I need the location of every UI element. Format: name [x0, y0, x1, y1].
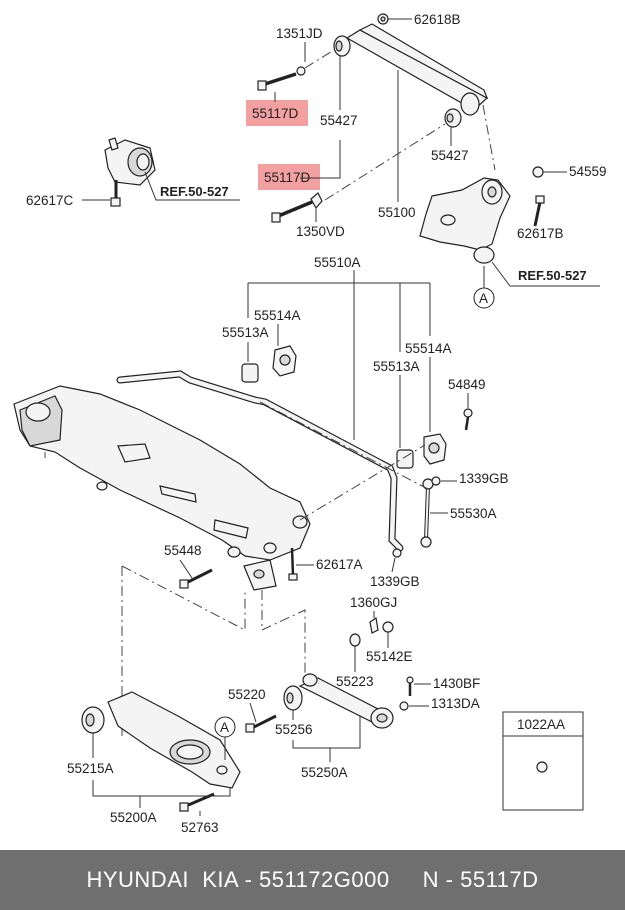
bushing-55513A-right — [396, 449, 414, 469]
bolt-62617B — [533, 195, 545, 227]
label-55117D-middle: 55117D — [264, 170, 311, 185]
bolt-55117D-upper — [257, 66, 306, 91]
label-54849: 54849 — [448, 377, 486, 392]
washer-55223 — [349, 633, 361, 647]
bushing-55427-lower — [444, 92, 480, 128]
marker-a-lower-arm: A — [214, 716, 236, 760]
label-55513A-left: 55513A — [222, 325, 269, 340]
lower-arm-55250A — [283, 673, 394, 729]
clip-1360GJ — [369, 616, 379, 634]
label-1022AA: 1022AA — [517, 717, 565, 732]
label-55514A-left: 55514A — [254, 308, 301, 323]
label-55530A: 55530A — [450, 506, 497, 521]
crossmember-55410 — [13, 385, 311, 591]
svg-text:A: A — [220, 720, 229, 735]
label-52763: 52763 — [181, 820, 219, 835]
bolt-54849 — [463, 408, 473, 431]
label-55142E: 55142E — [366, 649, 413, 664]
label-55427-upper: 55427 — [320, 113, 358, 128]
bracket-55514A-left — [272, 345, 297, 377]
bolt-52763 — [179, 792, 215, 812]
nut-1022AA — [536, 761, 548, 773]
footer-bar: HYUNDAI KIA - 551172G000 N - 55117D — [0, 850, 625, 910]
nut-1339GB-upper — [431, 476, 441, 486]
label-62618B: 62618B — [414, 12, 461, 27]
label-55513A-right: 55513A — [373, 359, 420, 374]
label-55256: 55256 — [275, 722, 313, 737]
label-55117D-upper: 55117D — [252, 106, 299, 121]
label-55427-lower: 55427 — [431, 148, 469, 163]
label-62617C: 62617C — [26, 193, 74, 208]
bolt-55117D-lower — [271, 192, 323, 223]
lower-arm-55200A — [107, 691, 241, 789]
nut-1313DA — [399, 701, 409, 711]
label-55200A: 55200A — [110, 810, 157, 825]
label-55223: 55223 — [336, 674, 374, 689]
trailing-arm-55100 — [345, 13, 489, 111]
label-55215A: 55215A — [67, 761, 114, 776]
label-55448: 55448 — [164, 543, 202, 558]
bolt-62617A — [288, 547, 298, 581]
label-55220: 55220 — [228, 687, 266, 702]
rear-knuckle — [419, 177, 511, 264]
label-1339GB-upper: 1339GB — [459, 471, 509, 486]
label-62617B: 62617B — [517, 226, 564, 241]
svg-text:A: A — [479, 291, 488, 306]
bushing-55215A — [81, 706, 105, 734]
bushing-bracket-left — [104, 137, 156, 207]
nut-54559 — [532, 166, 544, 178]
label-1313DA: 1313DA — [431, 696, 480, 711]
bracket-55514A-right — [423, 433, 447, 465]
bushing-55427-upper — [333, 35, 351, 57]
part-number-caption: HYUNDAI KIA - 551172G000 N - 55117D — [86, 867, 539, 892]
bolt-1430BF — [406, 676, 414, 696]
bolt-55448 — [179, 568, 213, 589]
link-55530A — [420, 478, 434, 548]
stabilizer-bar-55510A — [116, 370, 404, 552]
label-1360GJ: 1360GJ — [350, 595, 397, 610]
label-54559: 54559 — [569, 164, 607, 179]
label-1351JD: 1351JD — [276, 26, 323, 41]
label-1430BF: 1430BF — [433, 676, 480, 691]
label-ref-right: REF.50-527 — [518, 268, 587, 283]
label-1350VD: 1350VD — [296, 224, 345, 239]
highlight-55117D-middle — [258, 164, 320, 190]
bolt-55220 — [245, 714, 277, 733]
label-55250A: 55250A — [301, 765, 348, 780]
label-55100: 55100 — [378, 205, 416, 220]
nut-1339GB-lower — [392, 548, 402, 558]
nut-55142E — [382, 621, 394, 633]
parts-diagram: 1351JD 62618B 55117D 55427 55427 55117D … — [13, 12, 607, 835]
label-62617A: 62617A — [316, 557, 363, 572]
label-55510A: 55510A — [314, 255, 361, 270]
label-ref-left: REF.50-527 — [160, 184, 229, 199]
label-55514A-right: 55514A — [405, 341, 452, 356]
highlight-55117D-upper — [246, 100, 308, 126]
part-box-1022AA: 1022AA — [502, 711, 584, 811]
label-1339GB-lower: 1339GB — [370, 574, 420, 589]
bushing-55513A-left — [241, 363, 259, 383]
marker-a-knuckle: A — [473, 266, 495, 309]
